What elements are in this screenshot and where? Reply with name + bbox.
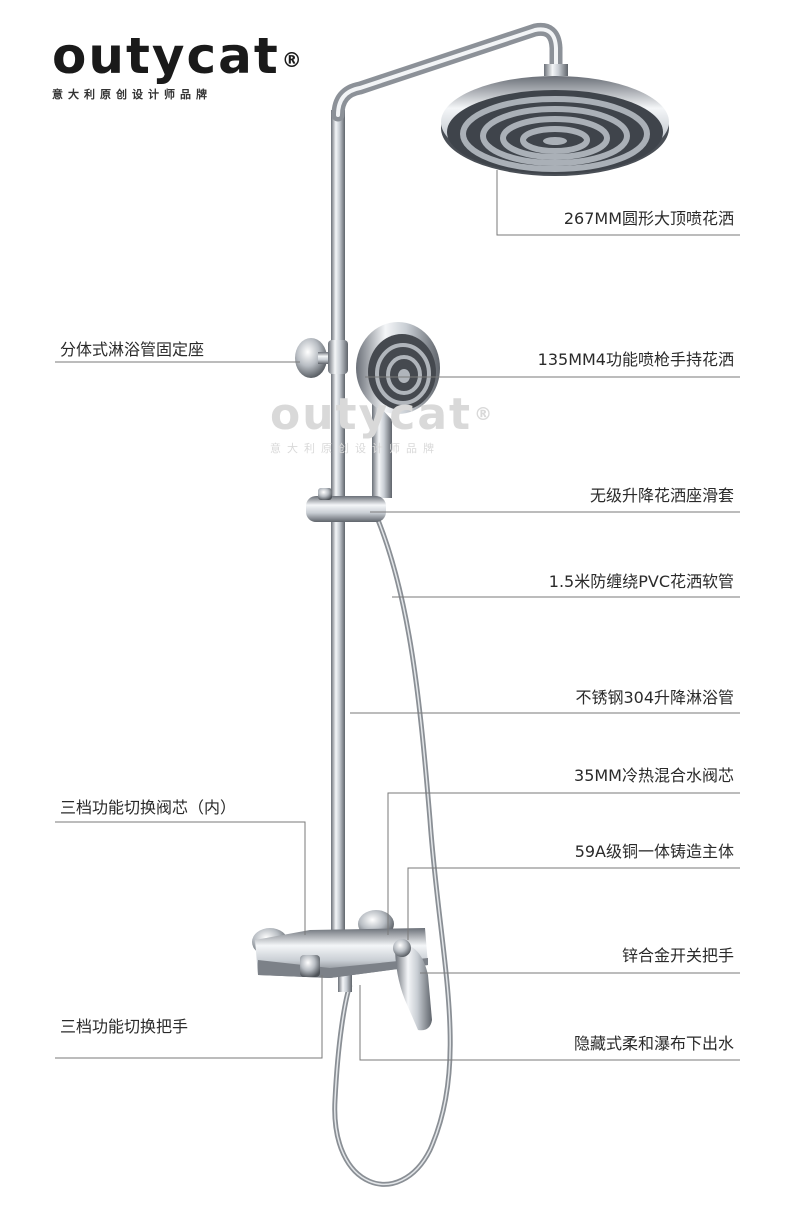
label-diverter-core: 三档功能切换阀芯（内）: [60, 798, 237, 817]
label-hand-shower: 135MM4功能喷枪手持花洒: [537, 350, 734, 369]
label-top-shower: 267MM圆形大顶喷花洒: [563, 209, 734, 228]
label-slide-holder: 无级升降花洒座滑套: [589, 486, 734, 505]
brand-logo: outycat® 意大利原创设计师品牌: [52, 28, 304, 102]
brand-name-text: outycat: [52, 27, 280, 85]
brand-name: outycat®: [52, 28, 304, 84]
watermark-name-text: outycat: [270, 389, 473, 440]
watermark-registered-mark: ®: [474, 404, 495, 425]
slide-holder: [306, 488, 386, 522]
brand-tagline: 意大利原创设计师品牌: [52, 88, 212, 101]
watermark-name: outycat®: [270, 392, 494, 438]
label-handle: 锌合金开关把手: [621, 946, 734, 965]
label-diverter-handle: 三档功能切换把手: [60, 1017, 189, 1036]
leader-lines: [55, 170, 740, 1061]
label-fixing-seat: 分体式淋浴管固定座: [60, 340, 205, 359]
label-spout: 隐藏式柔和瀑布下出水: [573, 1034, 734, 1053]
watermark-logo: outycat® 意大利原创设计师品牌: [270, 392, 494, 456]
mixer-valve-body: [252, 910, 432, 1031]
label-cartridge: 35MM冷热混合水阀芯: [574, 766, 734, 785]
label-riser-pipe: 不锈钢304升降淋浴管: [575, 688, 734, 707]
riser-pipe: [331, 110, 345, 940]
label-brass-body: 59A级铜一体铸造主体: [574, 842, 734, 861]
wall-fixing-seat: [295, 338, 348, 378]
label-hose: 1.5米防缠绕PVC花洒软管: [548, 572, 734, 591]
registered-mark: ®: [281, 48, 304, 72]
watermark-tagline: 意大利原创设计师品牌: [270, 442, 440, 455]
top-shower-head: [441, 64, 669, 176]
hand-shower: [356, 322, 440, 498]
